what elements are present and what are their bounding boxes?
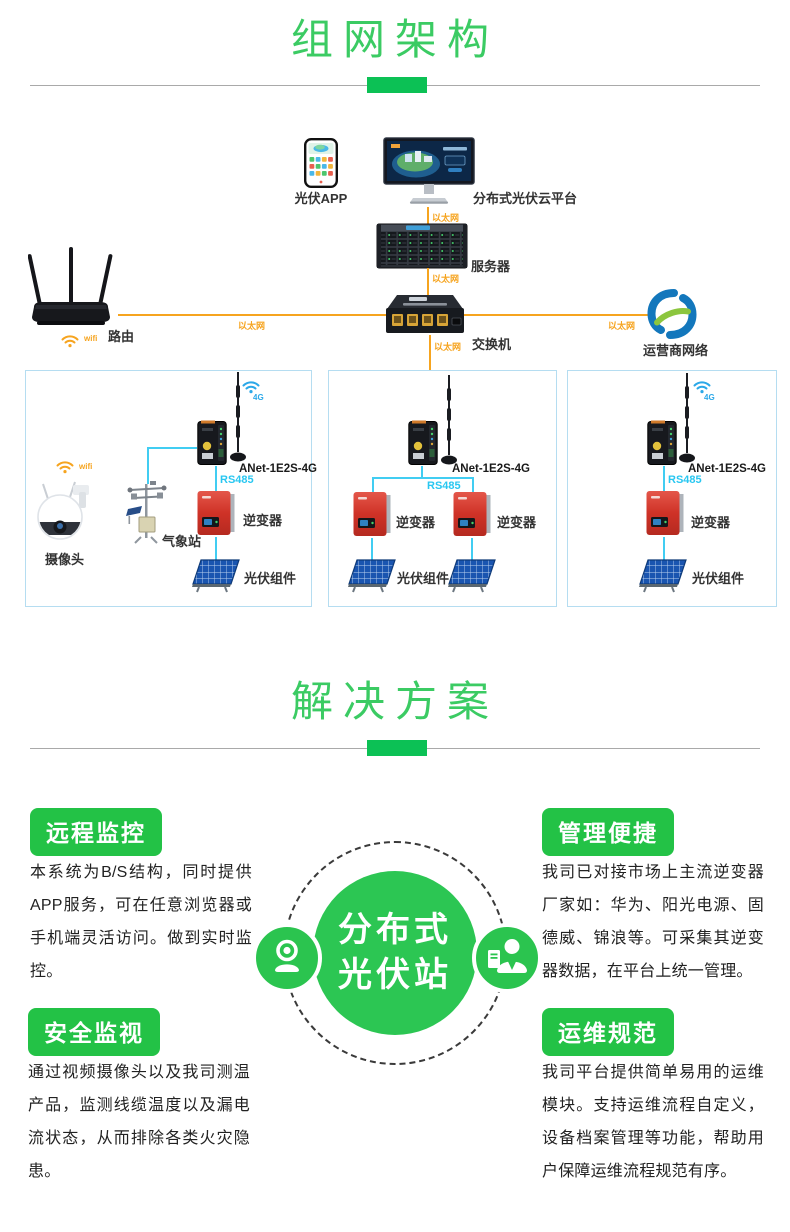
rs485-link	[421, 466, 423, 478]
feature-badge-safety-surveillance: 安全监视	[28, 1008, 160, 1056]
anet-gateway-label: ANet-1E2S-4G	[688, 463, 766, 475]
pv-panel-icon	[638, 559, 688, 598]
rs485-link	[215, 466, 217, 491]
pv-module-label: 光伏组件	[397, 571, 450, 586]
ethernet-link-label: 以太网	[238, 321, 266, 331]
switch-label: 交换机	[472, 337, 512, 352]
inverter-label: 逆变器	[243, 513, 283, 528]
ethernet-link-label: 以太网	[608, 321, 636, 331]
pv-panel-icon	[347, 559, 397, 598]
rs485-label: RS485	[427, 480, 461, 492]
router-label: 路由	[108, 329, 135, 344]
antenna-icon	[440, 375, 458, 472]
pv-panel-icon	[191, 559, 241, 598]
weather-station-icon	[124, 480, 170, 549]
anet-gateway-icon	[197, 420, 227, 471]
webcam-icon	[268, 937, 306, 980]
ethernet-link-label: 以太网	[434, 342, 462, 352]
manager-person-icon	[485, 937, 529, 980]
dc-link	[215, 537, 217, 562]
feature-text-easy-management: 我司已对接市场上主流逆变器厂家如：华为、阳光电源、固德威、锦浪等。可采集其逆变器…	[542, 864, 764, 980]
wifi-label: wifi	[79, 462, 93, 471]
ethernet-link-server-switch	[427, 268, 429, 295]
wifi-4g-icon	[692, 379, 712, 399]
server-rack-icon	[376, 223, 468, 274]
inverter-icon	[352, 490, 392, 543]
rs485-label: RS485	[220, 474, 254, 486]
anet-gateway-icon	[408, 420, 438, 471]
pv-panel-icon	[447, 559, 497, 598]
server-label: 服务器	[471, 259, 511, 274]
rs485-link	[472, 477, 474, 492]
rs485-label: RS485	[668, 474, 702, 486]
divider-accent-bar	[367, 77, 427, 93]
center-circle-line2: 光伏站	[338, 956, 452, 994]
solution-section-title: 解决方案	[290, 678, 499, 725]
pv-module-label: 光伏组件	[244, 571, 297, 586]
feature-badge-om-standards: 运维规范	[542, 1008, 674, 1056]
ethernet-link-monitor-server	[427, 207, 429, 234]
ethernet-link-label: 以太网	[432, 213, 460, 223]
distributed-pv-station-circle: 分布式 光伏站	[313, 871, 477, 1035]
anet-gateway-label: ANet-1E2S-4G	[239, 463, 317, 475]
anet-gateway-icon	[647, 420, 677, 471]
webcam-badge-circle	[252, 923, 322, 993]
dome-camera-icon	[36, 479, 94, 548]
cloud-platform-monitor-icon	[383, 137, 475, 210]
inverter-label: 逆变器	[691, 515, 731, 530]
weather-station-label: 气象站	[162, 534, 202, 549]
rs485-link	[372, 477, 474, 479]
feature-text-safety-surveillance: 通过视频摄像头以及我司测温产品，监测线缆温度以及漏电流状态，从而排除各类火灾隐患…	[28, 1064, 250, 1180]
dc-link	[471, 538, 473, 562]
inverter-icon	[452, 490, 492, 543]
divider-accent-bar	[367, 740, 427, 756]
inverter-icon	[645, 489, 685, 542]
carrier-network-label: 运营商网络	[643, 343, 709, 358]
router-icon	[27, 247, 114, 336]
feature-text-om-standards: 我司平台提供简单易用的运维模块。支持运维流程自定义，设备档案管理等功能，帮助用户…	[542, 1064, 764, 1180]
network-section-title: 组网架构	[290, 16, 499, 63]
inverter-label: 逆变器	[396, 515, 436, 530]
dc-link	[371, 538, 373, 562]
ethernet-link-label: 以太网	[432, 274, 460, 284]
feature-badge-remote-monitoring: 远程监控	[30, 808, 162, 856]
antenna-icon	[678, 373, 696, 470]
network-switch-icon	[383, 293, 467, 342]
rs485-link-weather	[147, 447, 149, 484]
feature-text-remote-monitoring: 本系统为B/S结构，同时提供APP服务，可在任意浏览器或手机端灵活访问。做到实时…	[30, 864, 252, 980]
manager-badge-circle	[472, 923, 542, 993]
rs485-link	[372, 477, 374, 492]
rs485-link-weather	[147, 447, 197, 449]
camera-label: 摄像头	[45, 552, 85, 567]
pv-app-label: 光伏APP	[294, 191, 348, 206]
pv-module-label: 光伏组件	[692, 571, 745, 586]
inverter-label: 逆变器	[497, 515, 537, 530]
dc-link	[663, 537, 665, 562]
ethernet-link-router-carrier	[118, 314, 648, 316]
anet-gateway-label: ANet-1E2S-4G	[452, 463, 530, 475]
wifi-label: wifi	[84, 334, 98, 343]
rs485-link	[663, 466, 665, 491]
wifi-icon	[55, 459, 75, 479]
wifi-icon	[60, 333, 80, 353]
carrier-network-logo	[645, 289, 699, 344]
fourg-label: 4G	[253, 393, 264, 402]
antenna-icon	[229, 372, 247, 469]
pv-app-phone-icon	[304, 138, 339, 193]
feature-badge-easy-management: 管理便捷	[542, 808, 674, 856]
fourg-label: 4G	[704, 393, 715, 402]
wifi-4g-icon	[241, 379, 261, 399]
cloud-platform-label: 分布式光伏云平台	[473, 191, 578, 206]
inverter-icon	[196, 489, 236, 542]
center-circle-line1: 分布式	[338, 911, 452, 949]
